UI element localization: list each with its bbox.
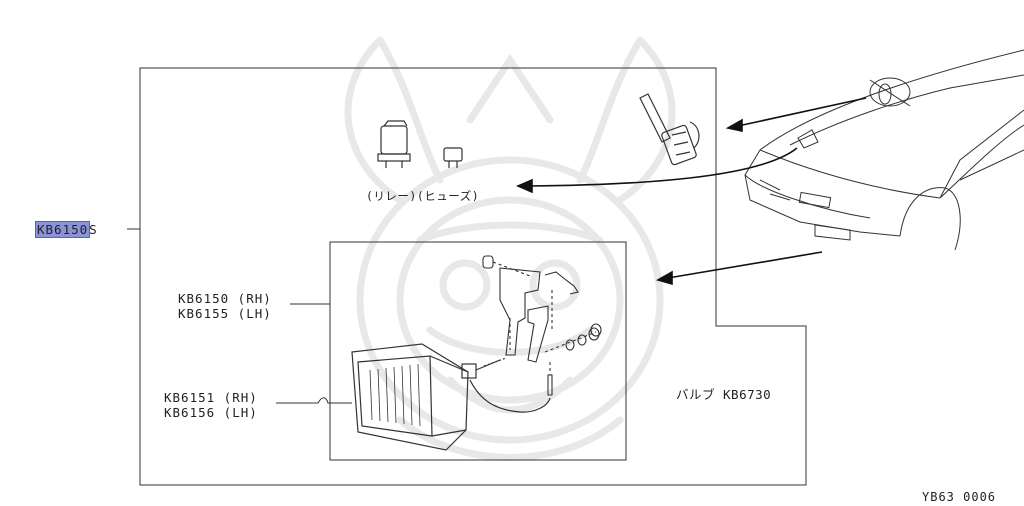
part-lh-housing[interactable]: KB6155 (LH) bbox=[178, 306, 272, 321]
part-bulb[interactable]: バルブ KB6730 bbox=[676, 387, 772, 402]
bracket-hardware bbox=[482, 255, 602, 396]
highlighted-part-number[interactable]: KB6150 bbox=[34, 221, 91, 238]
inner-frame bbox=[329, 241, 627, 461]
outer-frame bbox=[139, 67, 807, 486]
switch-icon bbox=[639, 93, 700, 166]
pointer-arrows bbox=[515, 97, 867, 286]
part-suffix: S bbox=[89, 222, 98, 237]
part-lh-lamp[interactable]: KB6156 (LH) bbox=[164, 405, 258, 420]
fuse-icon bbox=[443, 147, 463, 168]
watermark-crest bbox=[344, 36, 676, 461]
car-illustration bbox=[744, 49, 1024, 251]
diagram-id: YB63 0006 bbox=[922, 490, 997, 504]
part-rh-lamp[interactable]: KB6151 (RH) bbox=[164, 390, 258, 405]
part-rh-housing[interactable]: KB6150 (RH) bbox=[178, 291, 272, 306]
relay-fuse-label: (リレー)(ヒューズ) bbox=[366, 189, 480, 203]
fog-lamp-icon bbox=[351, 343, 551, 451]
relay-icon bbox=[377, 120, 411, 168]
lamp-leader bbox=[276, 397, 352, 404]
main-part-number[interactable]: KB6150S bbox=[34, 221, 98, 238]
